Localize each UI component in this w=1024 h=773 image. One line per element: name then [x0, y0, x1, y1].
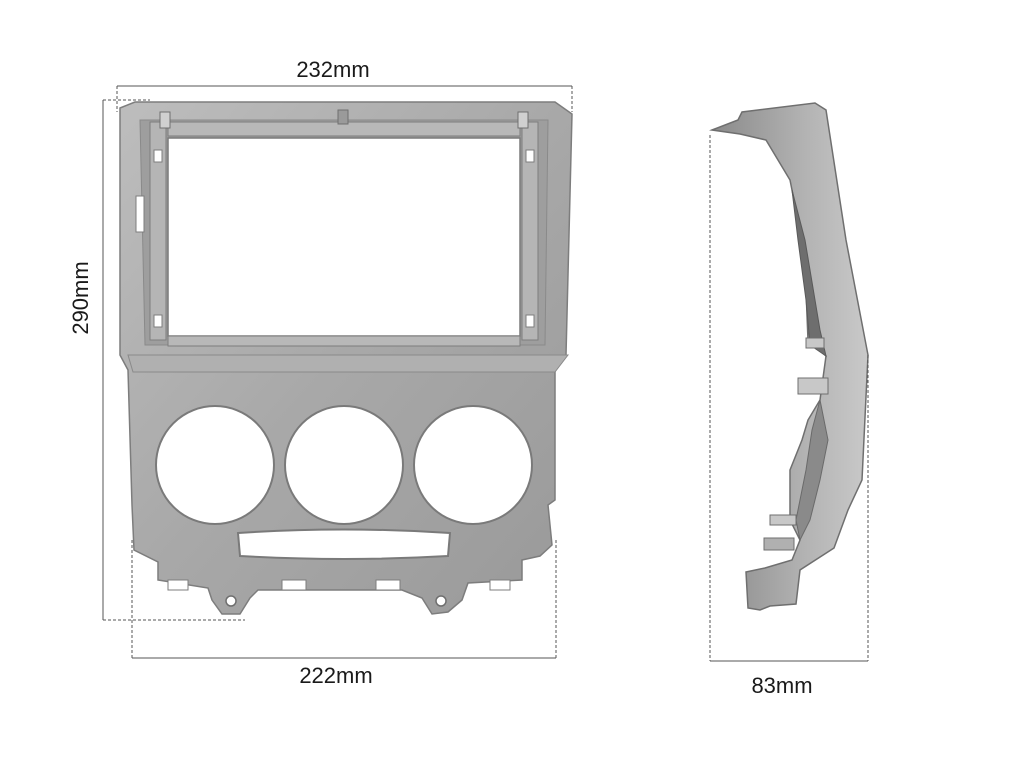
climate-knob-opening-center — [284, 405, 404, 525]
panel-ledge — [127, 354, 570, 373]
side-clip — [805, 337, 825, 349]
side-profile-inner — [791, 189, 827, 358]
mounting-hole-left — [225, 595, 237, 607]
dimension-bottom-width: 222mm — [131, 540, 557, 688]
right-bracket — [521, 121, 539, 341]
climate-knob-opening-left — [155, 405, 275, 525]
side-profile-outer — [709, 102, 869, 611]
bracket-tab — [517, 111, 529, 129]
climate-knob-opening-right — [413, 405, 533, 525]
side-lower-cavity — [795, 399, 829, 542]
front-view-bezel — [119, 101, 573, 615]
lower-slot-opening — [236, 528, 452, 560]
height-label: 290mm — [68, 261, 93, 334]
bottom-clip — [375, 579, 401, 591]
bottom-clip — [281, 579, 307, 591]
side-slot — [135, 195, 145, 233]
side-clip — [769, 514, 797, 526]
dimension-top-width: 232mm — [116, 57, 573, 112]
side-view-bezel — [709, 102, 869, 611]
screen-opening — [167, 137, 521, 337]
bracket-tab — [337, 109, 349, 125]
left-bracket — [149, 121, 167, 341]
bracket-tab — [525, 314, 535, 328]
top-width-label: 232mm — [296, 57, 369, 82]
depth-label: 83mm — [751, 673, 812, 698]
bottom-width-label: 222mm — [299, 663, 372, 688]
bracket-tab — [525, 149, 535, 163]
mounting-hole-right — [435, 595, 447, 607]
dimension-height: 290mm — [68, 99, 245, 621]
bottom-clip — [167, 579, 189, 591]
side-clip — [763, 537, 795, 551]
side-clip — [797, 377, 829, 395]
dimension-depth: 83mm — [709, 135, 869, 698]
bottom-clip — [489, 579, 511, 591]
bottom-bracket — [167, 335, 521, 347]
bracket-tab — [153, 149, 163, 163]
bracket-tab — [153, 314, 163, 328]
bracket-tab — [159, 111, 171, 129]
